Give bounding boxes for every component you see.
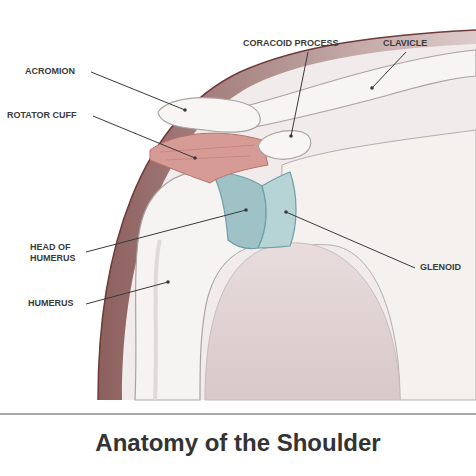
leader-line xyxy=(86,210,246,252)
axilla-shadow xyxy=(205,243,400,400)
body-region xyxy=(98,30,476,400)
coracoid-bone xyxy=(258,131,311,159)
part-label: GLENOID xyxy=(420,262,461,273)
leader-line xyxy=(91,72,185,110)
skin-band xyxy=(98,30,476,400)
leader-dot xyxy=(193,156,197,160)
part-label: HUMERUS xyxy=(28,298,74,309)
divider-rule xyxy=(0,414,476,415)
humerus-shading xyxy=(155,240,160,400)
skin-outline xyxy=(98,30,476,400)
leader-line xyxy=(286,212,415,268)
part-label: CORACOID PROCESS xyxy=(243,38,339,49)
leader-line xyxy=(86,282,168,304)
leader-line xyxy=(372,52,406,88)
leader-line xyxy=(291,52,308,136)
leader-dot xyxy=(370,86,374,90)
part-label: ACROMION xyxy=(25,66,75,77)
muscle-fibres xyxy=(160,145,255,160)
leader-dot xyxy=(284,210,288,214)
humeral-head-cartilage xyxy=(212,172,266,249)
glenoid-surface xyxy=(258,172,296,248)
clavicle-bone xyxy=(238,50,476,128)
part-label: HEAD OF HUMERUS xyxy=(30,242,82,264)
part-label: CLAVICLE xyxy=(383,38,427,49)
leader-dot xyxy=(183,108,187,112)
diagram-title: Anatomy of the Shoulder xyxy=(0,428,476,458)
acromion-bone xyxy=(158,98,260,132)
leader-line xyxy=(93,116,195,158)
part-label: ROTATOR CUFF xyxy=(7,110,77,121)
leader-dot xyxy=(289,134,293,138)
leader-dot xyxy=(166,280,170,284)
rotator-cuff-muscle xyxy=(150,133,268,183)
leader-dot xyxy=(244,208,248,212)
